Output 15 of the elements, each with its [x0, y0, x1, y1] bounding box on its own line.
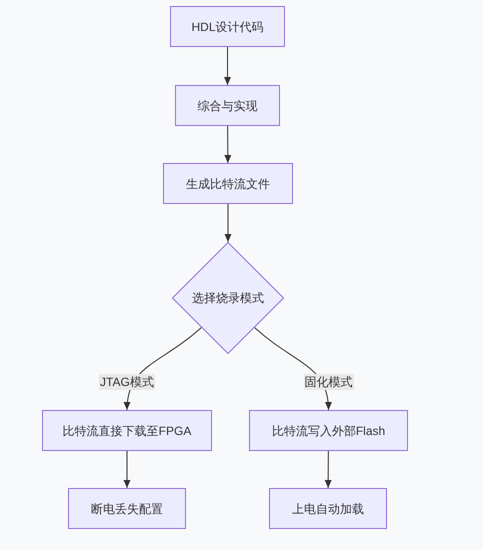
arrow [324, 450, 332, 488]
process-box: 比特流直接下载至FPGA [42, 410, 212, 451]
arrow [224, 204, 232, 242]
arrow [224, 126, 232, 164]
process-box: 综合与实现 [175, 85, 280, 126]
arrow [124, 450, 130, 488]
arrow [224, 46, 231, 86]
process-box: 上电自动加载 [269, 488, 387, 529]
process-box: 比特流写入外部Flash [249, 410, 408, 451]
process-box: 生成比特流文件 [163, 163, 293, 204]
decision-diamond: 选择烧录模式 [172, 242, 284, 354]
process-box: HDL设计代码 [170, 6, 285, 47]
edge-label: 固化模式 [304, 374, 354, 390]
process-box: 断电丢失配置 [68, 488, 186, 529]
edge-label: JTAG模式 [99, 374, 155, 390]
